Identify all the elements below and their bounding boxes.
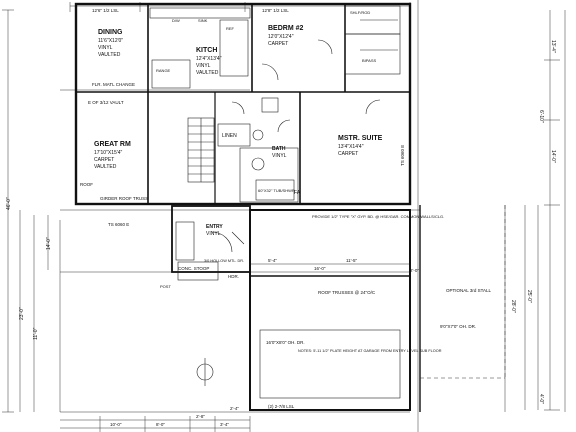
dw-label: D/W <box>172 18 180 23</box>
dim-bottom2: 8'-0" <box>156 422 165 427</box>
dim-beam-label: (2) 2-7/8 LSL <box>268 404 295 409</box>
room-entry-name: ENTRY <box>206 224 223 230</box>
room-dining-detail2: VAULTED <box>98 52 121 58</box>
room-kitch-detail2: VAULTED <box>196 70 219 76</box>
dim-left-c: 14'-0" <box>46 237 52 250</box>
dim-right4: 25'-0" <box>526 290 532 303</box>
dim-garage-right: 28'-0" <box>510 300 516 313</box>
room-bedrm2-name: BEDRM #2 <box>268 25 304 32</box>
room-dining-size: 11'6"X12'0" <box>98 38 123 44</box>
dim-bottom5: 2'-4" <box>230 406 239 411</box>
dim-left-total: 46'-0" <box>6 197 12 210</box>
dim-right3: 6'-10" <box>538 110 544 123</box>
room-entry-detail1: VINYL <box>206 231 221 237</box>
window-mstr-label: TS 6060 E <box>400 145 405 166</box>
ref-label: REF <box>226 26 235 31</box>
room-bath-name: BATH <box>272 146 286 152</box>
conc-stoop: CONC. STOOP <box>178 266 209 271</box>
dimension-text: 12'6" 1/2 LSL 12'8" 1/2 LSL 46'-0" 23'-0… <box>6 8 556 427</box>
room-great-rm-detail2: VAULTED <box>94 164 117 170</box>
dim-right2: 14'-0" <box>550 150 556 163</box>
room-mstr-suite-detail1: CARPET <box>338 151 358 157</box>
dim-top2: 12'8" 1/2 LSL <box>262 8 289 13</box>
dim-right5: 4'-0" <box>538 394 544 404</box>
provide-note: PROVIDE 1/2" TYPE "X" GYP. BD. @ HSE/GAR… <box>312 214 444 219</box>
sink-label: SINK <box>198 18 208 23</box>
dimension-lines <box>2 0 566 432</box>
fa-label: FA <box>294 190 301 196</box>
dim-bottom3: 2'-8" <box>196 414 205 419</box>
dim-mid2: 11'-5" <box>346 258 358 263</box>
dim-mid3: 5'-4" <box>268 258 277 263</box>
dim-bottom4: 3'-4" <box>220 422 229 427</box>
notes-label: NOTES: 5'-11 1/2" PLATE HEIGHT AT GARAGE… <box>298 349 442 353</box>
garage <box>196 205 506 412</box>
room-mstr-suite: MSTR. SUITE 13'4"X14'4" CARPET <box>338 135 383 157</box>
roof-trusses-label: ROOF TRUSSES @ 24"O/C <box>318 290 376 295</box>
window-great-label: TS 6060 E <box>108 222 129 227</box>
room-linen-name: LINEN <box>222 133 237 139</box>
room-bath: BATH VINYL <box>272 146 287 159</box>
room-dining: DINING 11'6"X12'0" VINYL VAULTED <box>98 29 123 58</box>
dim-bottom1: 10'-0" <box>110 422 122 427</box>
dim-mid4: 2'-0" <box>410 268 419 273</box>
range-label: RANGE <box>156 68 171 73</box>
dim-mid1: 16'-0" <box>314 266 326 271</box>
room-great-rm: GREAT RM 17'10"X15'4" CARPET VAULTED <box>94 141 131 170</box>
garage-door-1-label: 16'0"X8'0" OH. DR. <box>266 340 305 345</box>
dim-right1: 13'-4" <box>550 40 556 53</box>
room-mstr-suite-name: MSTR. SUITE <box>338 135 383 142</box>
room-kitch-detail1: VINYL <box>196 63 211 69</box>
room-bedrm2-detail1: CARPET <box>268 41 288 47</box>
e-of-vault: E OF 3/12 VAULT <box>88 100 124 105</box>
dim-left-a: 23'-0" <box>19 307 25 320</box>
room-kitch-name: KITCH <box>196 47 217 54</box>
girder-roof-truss: GIRDER ROOF TRUSS <box>100 196 148 201</box>
room-dining-detail1: VINYL <box>98 45 113 51</box>
room-bath-detail1: VINYL <box>272 153 287 159</box>
room-dining-name: DINING <box>98 29 123 36</box>
bipass-label: BIPASS <box>362 58 376 63</box>
hdr-label: HDR. <box>228 274 239 279</box>
room-great-rm-detail1: CARPET <box>94 157 114 163</box>
room-great-rm-name: GREAT RM <box>94 141 131 148</box>
stairs <box>187 117 215 183</box>
room-bedrm2: BEDRM #2 12'0"X12'4" CARPET <box>268 25 304 47</box>
annotations: FLR. MATL CHANGE E OF 3/12 VAULT GIRDER … <box>80 10 492 353</box>
room-entry: ENTRY VINYL <box>206 224 223 237</box>
room-great-rm-size: 17'10"X15'4" <box>94 150 122 156</box>
optional-stall-label: OPTIONAL 3rd STALL <box>446 288 492 293</box>
garage-door-2-label: 9'0"X7'0" OH. DR. <box>440 324 476 329</box>
tub-label: 60"X32" TUB/SHWR <box>258 188 295 193</box>
room-bedrm2-size: 12'0"X12'4" <box>268 34 294 40</box>
room-mstr-suite-size: 13'4"X14'4" <box>338 144 364 150</box>
hdr2-label: 3/0 HOLLOW MTL. DR. <box>204 259 244 263</box>
room-kitch: KITCH 12'4"X13'4" VINYL VAULTED <box>196 47 222 76</box>
house-walls <box>74 2 412 206</box>
roof-overhang-label: ROOF <box>80 182 93 187</box>
dim-top1: 12'6" 1/2 LSL <box>92 8 119 13</box>
room-kitch-size: 12'4"X13'4" <box>196 56 222 62</box>
flr-matl-change: FLR. MATL CHANGE <box>92 82 135 87</box>
post-label: POST <box>160 284 171 289</box>
closet-label: SHLF/ROD <box>350 10 370 15</box>
dim-left-b: 11'-0" <box>33 327 39 340</box>
